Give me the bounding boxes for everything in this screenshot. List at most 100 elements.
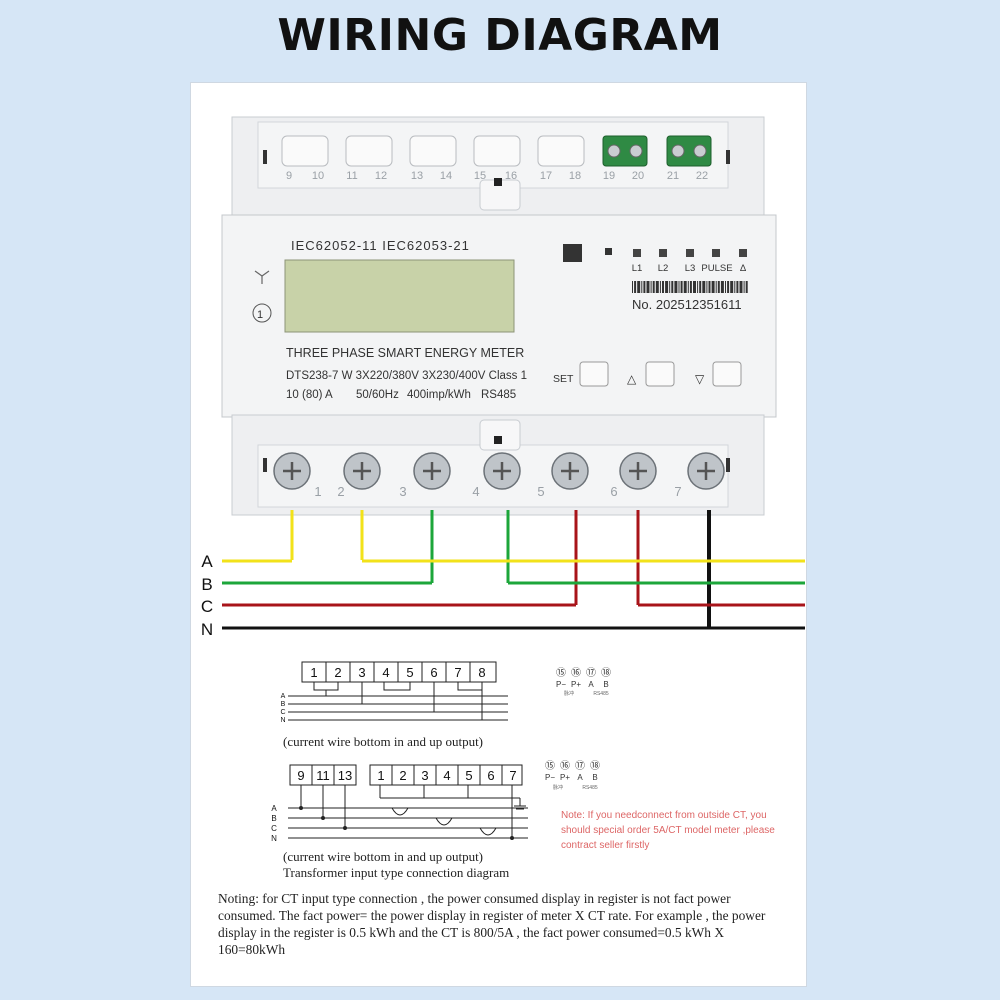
meter-spec-line1: DTS238-7 W 3X220/380V 3X230/400V Class 1 bbox=[286, 370, 527, 382]
diagram2-subtitle: Transformer input type connection diagra… bbox=[283, 865, 510, 880]
diagram2-terminal-number: 1 bbox=[377, 768, 384, 783]
meter-product-name: THREE PHASE SMART ENERGY METER bbox=[286, 346, 524, 360]
diagram2-terminal-number: 6 bbox=[487, 768, 494, 783]
top-terminal-number: 11 bbox=[346, 170, 357, 182]
diagram2-junction-dots bbox=[299, 806, 514, 840]
rs485-pin: B bbox=[603, 680, 608, 689]
green-terminal-block bbox=[666, 135, 712, 167]
barcode-bar bbox=[634, 281, 637, 293]
meter-rs485: RS485 bbox=[481, 389, 516, 401]
diagram1-terminal-number: 6 bbox=[430, 665, 437, 680]
barcode-bar bbox=[699, 281, 702, 293]
diagram2-terminal-number: 11 bbox=[316, 768, 330, 783]
barcode-bar bbox=[665, 281, 669, 293]
barcode-bar bbox=[671, 281, 674, 293]
led-label: Δ bbox=[740, 263, 747, 274]
screw-slot bbox=[353, 462, 371, 480]
diagram2-caption: (current wire bottom in and up output) bbox=[283, 849, 484, 864]
barcode-bar bbox=[743, 281, 745, 293]
diagram2-terminal-number: 4 bbox=[443, 768, 450, 783]
rs485-number: ⑮ bbox=[556, 667, 566, 679]
diagram1-terminal-number: 2 bbox=[334, 665, 341, 680]
top-terminal-number: 16 bbox=[505, 170, 517, 182]
rs485-pin: B bbox=[592, 773, 597, 782]
diagram2-terminal-number: 9 bbox=[297, 768, 304, 783]
diagram1-terminal-number: 1 bbox=[310, 665, 317, 680]
rs485-sub-label: 脉冲 bbox=[564, 690, 574, 697]
barcode-bar bbox=[687, 281, 689, 293]
rs485-pin: A bbox=[588, 680, 594, 689]
bottom-terminal-number: 4 bbox=[472, 484, 479, 499]
led-label: L1 bbox=[632, 263, 643, 274]
barcode-bar bbox=[646, 281, 650, 293]
screw-slot bbox=[493, 462, 511, 480]
three-phase-icon bbox=[254, 270, 270, 284]
diagram2-terminal-number: 7 bbox=[509, 768, 516, 783]
barcode-bar bbox=[641, 281, 643, 293]
barcode-bar bbox=[674, 281, 678, 293]
diagram1-caption: (current wire bottom in and up output) bbox=[283, 734, 484, 749]
screw-slot bbox=[697, 462, 715, 480]
green-terminal-block bbox=[602, 135, 648, 167]
bottom-terminal-number: 3 bbox=[399, 484, 406, 499]
rs485-sub-label: 脉冲 bbox=[553, 784, 563, 791]
down-button[interactable] bbox=[712, 361, 742, 387]
bottom-terminal-number: 7 bbox=[674, 484, 681, 499]
top-terminal-number: 20 bbox=[632, 170, 644, 182]
meter-current-rating: 10 (80) A bbox=[286, 389, 333, 401]
bottom-terminal-number: 6 bbox=[610, 484, 617, 499]
rs485-number: ⑱ bbox=[601, 667, 611, 679]
barcode-bar bbox=[662, 281, 664, 293]
barcode-bar bbox=[711, 281, 715, 293]
diagram2-phase-label: B bbox=[271, 814, 276, 823]
barcode-bar bbox=[736, 281, 739, 293]
barcode-bar bbox=[659, 281, 661, 293]
bus-label-c: C bbox=[201, 597, 213, 616]
diagram1-phase-label: B bbox=[281, 701, 286, 708]
diagram1-phase-label: C bbox=[280, 709, 285, 716]
rs485-number: ⑯ bbox=[571, 667, 581, 679]
screw-slot bbox=[423, 462, 441, 480]
bus-label-b: B bbox=[201, 575, 212, 594]
barcode-bar bbox=[669, 281, 671, 293]
barcode-bar bbox=[678, 281, 680, 293]
rs485-number: ⑯ bbox=[560, 760, 570, 772]
diagram1-phase-label: N bbox=[280, 717, 285, 724]
rs485-pin: P− bbox=[545, 773, 555, 782]
top-terminal-number: 22 bbox=[696, 170, 708, 182]
top-terminal-number: 15 bbox=[474, 170, 486, 182]
rs485-pin: A bbox=[577, 773, 583, 782]
ct-power-note: Noting: for CT input type connection , t… bbox=[218, 891, 766, 957]
barcode-bar bbox=[702, 281, 706, 293]
rs485-pin: P− bbox=[556, 680, 566, 689]
barcode-bar bbox=[725, 281, 726, 293]
barcode-bar bbox=[734, 281, 736, 293]
led-label: PULSE bbox=[701, 263, 732, 274]
diagram1-phase-label: A bbox=[281, 693, 286, 700]
rs485-pin: P+ bbox=[571, 680, 581, 689]
barcode-bar bbox=[730, 281, 734, 293]
rs485-number: ⑰ bbox=[586, 667, 596, 679]
barcode-bar bbox=[708, 281, 711, 293]
barcode-bar bbox=[745, 281, 748, 293]
lcd-display bbox=[284, 259, 515, 333]
set-button[interactable] bbox=[579, 361, 609, 387]
screw-slot bbox=[629, 462, 647, 480]
bottom-terminal-screws bbox=[273, 452, 725, 490]
up-button[interactable] bbox=[645, 361, 675, 387]
top-terminal-number: 17 bbox=[540, 170, 552, 182]
rs485-number: ⑱ bbox=[590, 760, 600, 772]
energy-meter bbox=[221, 116, 777, 516]
rs485-number: ⑰ bbox=[575, 760, 585, 772]
led-label: L3 bbox=[685, 263, 696, 274]
top-terminal-number: 14 bbox=[440, 170, 452, 182]
diagram1-terminal-number: 4 bbox=[382, 665, 389, 680]
barcode-bar bbox=[689, 281, 692, 293]
barcode-bar bbox=[706, 281, 708, 293]
diagram1-terminal-number: 7 bbox=[454, 665, 461, 680]
